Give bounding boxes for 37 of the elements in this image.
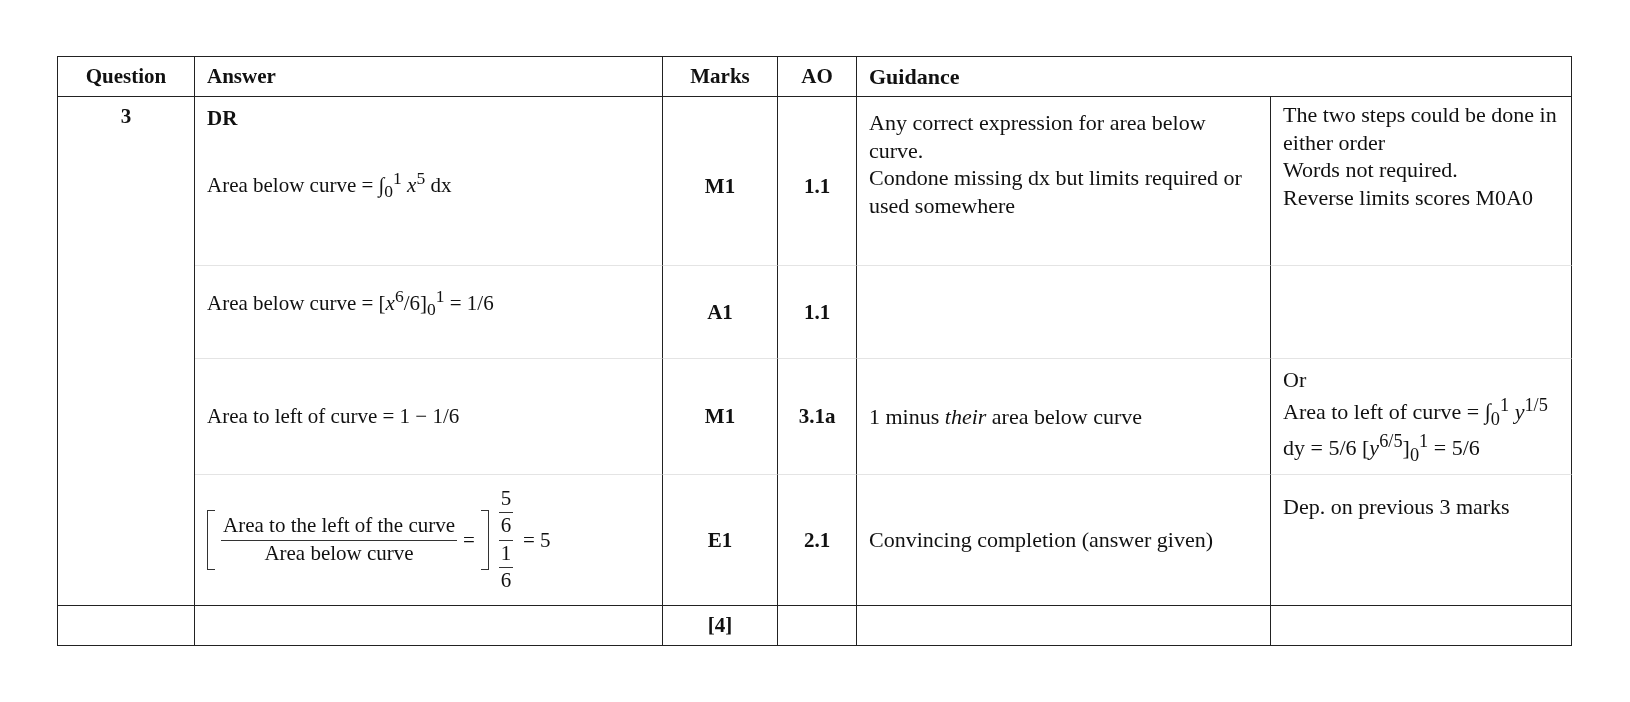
fraction-numerator: Area to the left of the curve (221, 513, 458, 541)
column-header: Guidance (869, 62, 960, 91)
answer-step: = 5 (522, 526, 551, 554)
guidance-note: Or (1283, 366, 1307, 394)
fraction-numerator: 5 (498, 486, 514, 514)
guidance-note: Words not required. (1283, 156, 1458, 184)
total-marks: [4] (707, 612, 733, 639)
ao-code: 1.1 (803, 298, 831, 326)
guidance-note: Reverse limits scores M0A0 (1283, 183, 1533, 211)
mark-code: E1 (707, 526, 733, 554)
column-header: Answer (207, 63, 276, 90)
answer-step: Area below curve = [x$^{6}$/6]$_{0}$$^{1}$ = 1/6 (207, 286, 494, 322)
guidance-note: Convincing completion (answer given) (869, 526, 1213, 554)
equals-sign: = (463, 526, 475, 554)
mark-code: M1 (704, 403, 736, 430)
fraction-denominator: 6 (499, 567, 513, 594)
guidance-note: Area to left of curve = ∫$_{0}$$^{1}$ y$^{1/5}$ dy = 5/6 [y$^{6/5}$]$_{0}$$^{1}$ = 5/6 (1283, 393, 1549, 467)
answer-step: Area below curve = ∫$_{0}$$^{1}$ x$^{5}$ dx (207, 168, 452, 204)
fraction-numerator: 1 (498, 540, 514, 568)
answer-step: Area to left of curve = 1 − 1/6 (207, 403, 460, 430)
column-header: Marks (690, 63, 750, 90)
guidance-note: Any correct expression for area below curve. (869, 109, 1207, 164)
fraction-denominator: 6 (498, 513, 514, 541)
column-header: AO (801, 63, 833, 90)
guidance-note: Dep. on previous 3 marks (1283, 493, 1510, 521)
guidance-note: The two steps could be done in either order (1283, 101, 1558, 156)
ao-code: 2.1 (803, 526, 831, 554)
column-header: Question (85, 63, 167, 90)
ao-code: 1.1 (803, 172, 831, 200)
guidance-note: Condone missing dx but limits required or used somewhere (869, 164, 1243, 219)
question-number: 3 (120, 103, 132, 130)
mark-code: A1 (707, 298, 733, 326)
answer-heading: DR (207, 105, 238, 132)
guidance-note: 1 minus their area below curve (869, 402, 1143, 431)
ao-code: 3.1a (798, 403, 836, 430)
mark-code: M1 (704, 172, 736, 200)
fraction-denominator: Area below curve (263, 540, 415, 567)
